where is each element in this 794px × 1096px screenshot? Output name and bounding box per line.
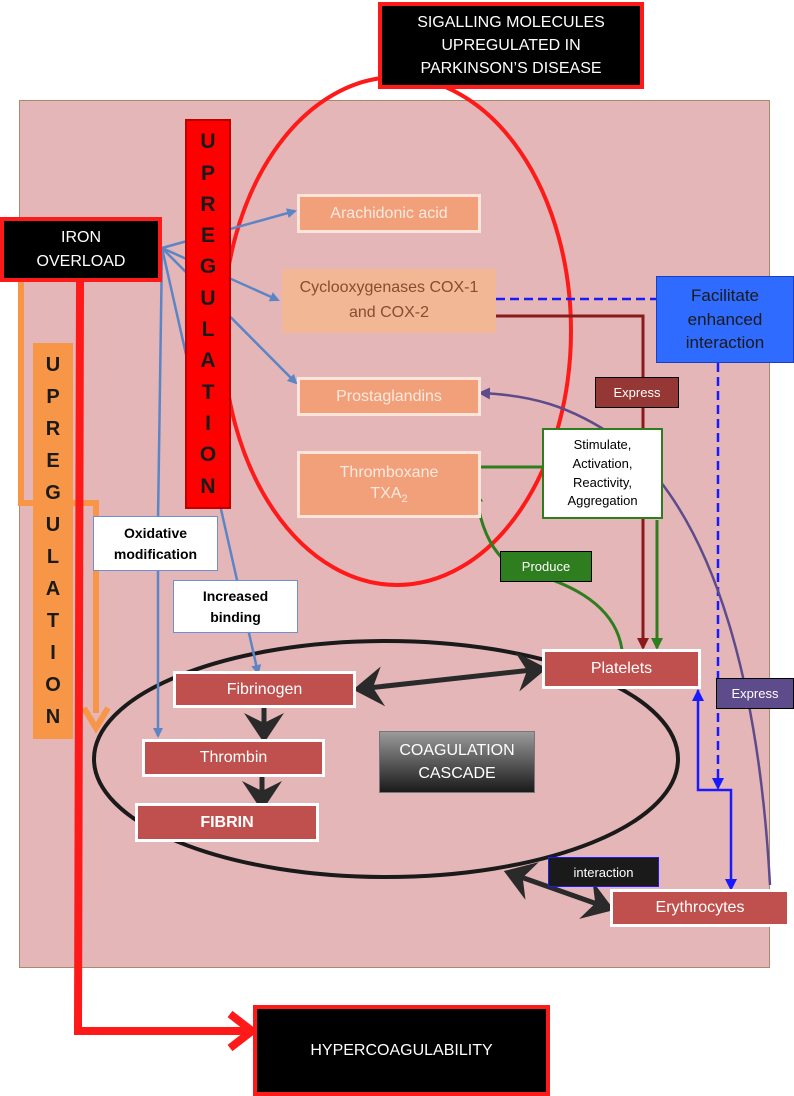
fibrinogen-box: Fibrinogen: [173, 671, 356, 708]
platelets-box: Platelets: [542, 649, 701, 689]
stimulate-box: Stimulate, Activation, Reactivity, Aggre…: [542, 428, 663, 519]
erythrocytes-label: Erythrocytes: [655, 899, 745, 916]
upregulation-letter: U: [45, 514, 61, 536]
upregulation-letter: N: [200, 474, 216, 498]
iron-overload-text: IRON OVERLOAD: [36, 229, 126, 270]
upregulation-letter: A: [45, 578, 61, 600]
platelets-erythrocytes-link: [696, 690, 737, 891]
fibrin-box: FIBRIN: [135, 803, 319, 842]
fibrinogen-label: Fibrinogen: [226, 680, 303, 698]
upregulation-letter: N: [45, 706, 61, 728]
express-top-label: Express: [613, 385, 661, 400]
coagulation-cascade-box: COAGULATION CASCADE: [379, 731, 535, 793]
upregulation-letter: T: [46, 610, 60, 632]
stimulate-label: Stimulate, Activation, Reactivity, Aggre…: [567, 436, 638, 509]
title-box: SIGALLING MOLECULES UPREGULATED IN PARKI…: [378, 2, 644, 89]
upregulation-letter: I: [205, 411, 211, 435]
prostaglandins-box: Prostaglandins: [297, 377, 481, 416]
title-text: SIGALLING MOLECULES UPREGULATED IN PARKI…: [417, 13, 605, 78]
upregulation-letter: O: [199, 443, 217, 467]
facilitate-box: Facilitate enhanced interaction: [656, 276, 794, 363]
thromboxane-box: Thromboxane TXA2: [297, 451, 481, 518]
increased-binding-label: Increased binding: [202, 588, 269, 625]
thromboxane-label: Thromboxane: [339, 463, 439, 481]
cox-platelets-arrow: [496, 314, 649, 650]
upregulation-letter: A: [200, 349, 216, 373]
txa-label: TXA2: [370, 483, 407, 507]
cox-box: Cyclooxygenases COX-1 and COX-2: [282, 269, 496, 333]
facilitate-label: Facilitate enhanced interaction: [685, 285, 765, 353]
express-side-box: Express: [716, 678, 794, 709]
txa-text: TXA: [370, 485, 402, 503]
upregulation-letter: U: [200, 130, 216, 154]
cox-label: Cyclooxygenases COX-1 and COX-2: [299, 279, 479, 321]
erythrocytes-box: Erythrocytes: [610, 889, 790, 927]
upregulation-letter: P: [46, 386, 60, 408]
produce-box: Produce: [500, 551, 592, 582]
iron-overload-box: IRON OVERLOAD: [0, 217, 162, 282]
upregulation-letter: G: [45, 482, 61, 504]
fibrin-label: FIBRIN: [200, 813, 254, 831]
interaction-box: interaction: [548, 857, 659, 887]
upregulation-letter: R: [45, 418, 61, 440]
interaction-label: interaction: [573, 864, 634, 880]
increased-binding-box: Increased binding: [173, 580, 298, 633]
upregulation-letter: L: [201, 318, 215, 342]
erythrocytes-cascade-arrow: [503, 862, 615, 919]
oxidative-label: Oxidative modification: [113, 525, 198, 562]
txa-subscript: 2: [401, 493, 408, 506]
upregulation-letter: U: [200, 286, 216, 310]
arachidonic-acid-label: Arachidonic acid: [330, 204, 448, 222]
platelets-label: Platelets: [590, 660, 653, 677]
thrombin-box: Thrombin: [142, 739, 325, 777]
upregulation-letter: U: [45, 354, 61, 376]
hypercoagulability-box: HYPERCOAGULABILITY: [253, 1005, 550, 1096]
coagulation-ellipse: [92, 639, 680, 879]
upregulation-letter: I: [50, 642, 56, 664]
hypercoagulability-label: HYPERCOAGULABILITY: [310, 1041, 493, 1059]
arachidonic-acid-box: Arachidonic acid: [297, 194, 481, 233]
upregulation-letter: L: [46, 546, 60, 568]
upregulation-letter: P: [200, 161, 215, 185]
upregulation-letter: T: [201, 380, 215, 404]
upregulation-letter: O: [45, 674, 61, 696]
express-top-box: Express: [595, 377, 679, 408]
coagulation-cascade-label: COAGULATION CASCADE: [399, 741, 515, 782]
upregulation-letter: G: [199, 255, 217, 279]
thrombin-label: Thrombin: [199, 749, 268, 766]
produce-label: Produce: [521, 559, 571, 574]
red-hypercoagulability-line: [73, 281, 250, 1035]
fibrinogen-platelets-arrow: [353, 651, 547, 707]
express-side-label: Express: [731, 686, 779, 701]
upregulation-letter: R: [200, 192, 216, 216]
erythrocytes-prostaglandins-arrow: [478, 387, 772, 886]
upregulation-letter: E: [46, 450, 60, 472]
upregulation-letter: E: [200, 224, 215, 248]
oxidative-modification-box: Oxidative modification: [93, 516, 218, 571]
prostaglandins-label: Prostaglandins: [336, 387, 442, 405]
